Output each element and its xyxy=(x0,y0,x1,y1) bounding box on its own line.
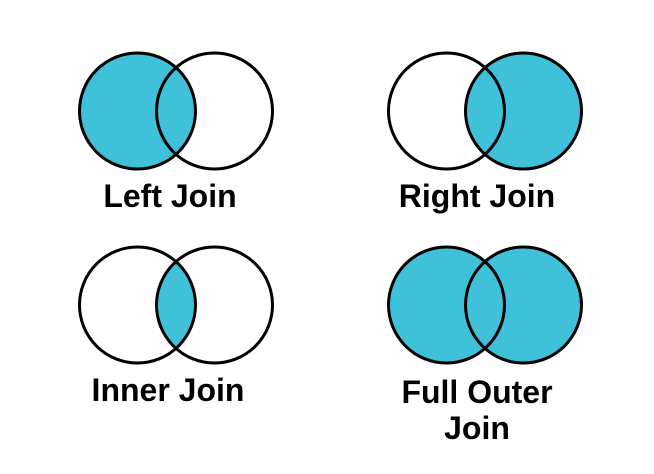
right-circle-fill xyxy=(465,53,582,169)
left-circle-fill xyxy=(79,53,196,169)
label-inner-join: Inner Join xyxy=(91,372,245,408)
intersection-fill xyxy=(156,261,196,349)
venn-diagram-left-join xyxy=(78,51,274,171)
label-full-outer-join: Full Outer Join xyxy=(401,374,553,446)
left-circle xyxy=(78,51,197,171)
left-circle xyxy=(387,51,506,171)
right-circle xyxy=(464,245,583,365)
left-circle xyxy=(78,245,197,365)
left-circle xyxy=(387,245,506,365)
right-circle-fill xyxy=(465,247,582,363)
venn-diagram-inner-join xyxy=(78,245,274,365)
venn-diagram-right-join xyxy=(387,51,583,171)
venn-diagram-full-outer-join xyxy=(387,245,583,365)
right-circle xyxy=(464,51,583,171)
label-right-join: Right Join xyxy=(398,178,556,214)
right-circle xyxy=(155,245,274,365)
right-circle xyxy=(155,51,274,171)
label-left-join: Left Join xyxy=(103,178,237,214)
